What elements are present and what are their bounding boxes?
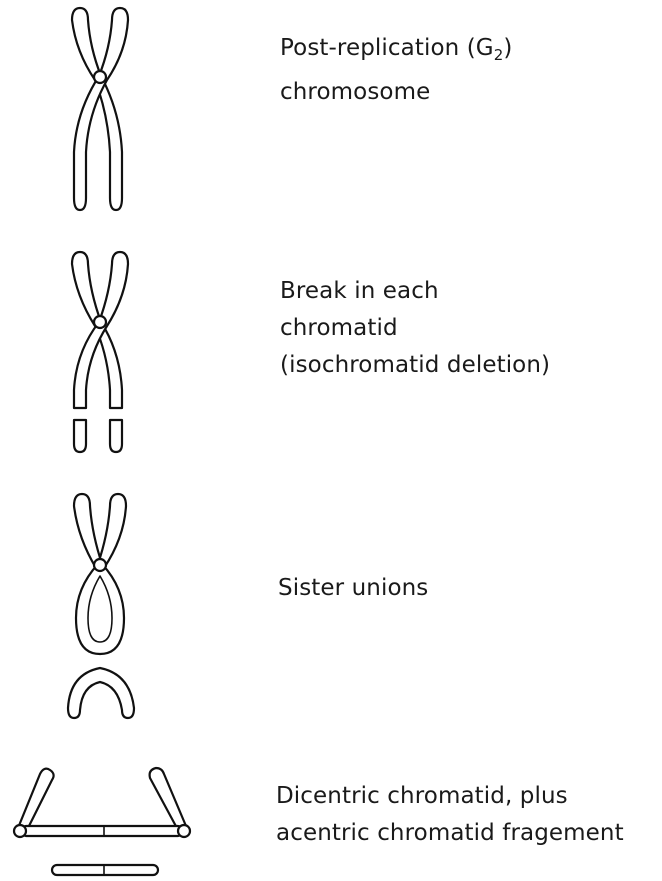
centromere	[94, 71, 106, 83]
panel-sister-unions: Sister unions	[0, 478, 662, 738]
caption-sister-unions: Sister unions	[278, 570, 428, 607]
caption-dicentric: Dicentric chromatid, plus acentric chrom…	[276, 778, 624, 852]
acentric-arch	[68, 668, 134, 718]
sister-unions-drawing	[0, 478, 200, 738]
caption-isochromatid-line3: (isochromatid deletion)	[280, 347, 550, 384]
caption-g2-text: Post-replication (G	[280, 35, 494, 61]
panel-isochromatid: Break in each chromatid (isochromatid de…	[0, 240, 662, 465]
caption-g2-line2: chromosome	[280, 74, 512, 111]
fragment-right	[110, 420, 122, 452]
dicentric-drawing	[0, 760, 220, 881]
caption-g2-line1: Post-replication (G2)	[280, 30, 512, 74]
caption-sister-line1: Sister unions	[278, 570, 428, 607]
panel-g2-chromosome: Post-replication (G2) chromosome	[0, 0, 662, 230]
dicentric-left-arm	[18, 769, 54, 832]
caption-g2-subscript: 2	[494, 46, 504, 64]
caption-isochromatid: Break in each chromatid (isochromatid de…	[280, 273, 550, 384]
caption-g2: Post-replication (G2) chromosome	[280, 30, 512, 111]
caption-g2-close: )	[503, 35, 512, 61]
centromere	[94, 316, 106, 328]
acentric-fragment	[52, 865, 158, 875]
isochromatid-drawing	[0, 240, 200, 465]
centromere-right	[178, 825, 190, 837]
g2-chromosome-drawing	[0, 0, 200, 230]
chromatid-a	[74, 494, 102, 568]
caption-isochromatid-line1: Break in each	[280, 273, 550, 310]
caption-dicentric-line2: acentric chromatid fragement	[276, 815, 624, 852]
dicentric-right-arm	[150, 768, 186, 830]
chromatid-b	[98, 494, 126, 568]
caption-isochromatid-line2: chromatid	[280, 310, 550, 347]
dicentric-bar	[22, 826, 182, 836]
panel-dicentric: Dicentric chromatid, plus acentric chrom…	[0, 760, 662, 881]
caption-dicentric-line1: Dicentric chromatid, plus	[276, 778, 624, 815]
centromere-left	[14, 825, 26, 837]
centromere	[94, 559, 106, 571]
fragment-left	[74, 420, 86, 452]
